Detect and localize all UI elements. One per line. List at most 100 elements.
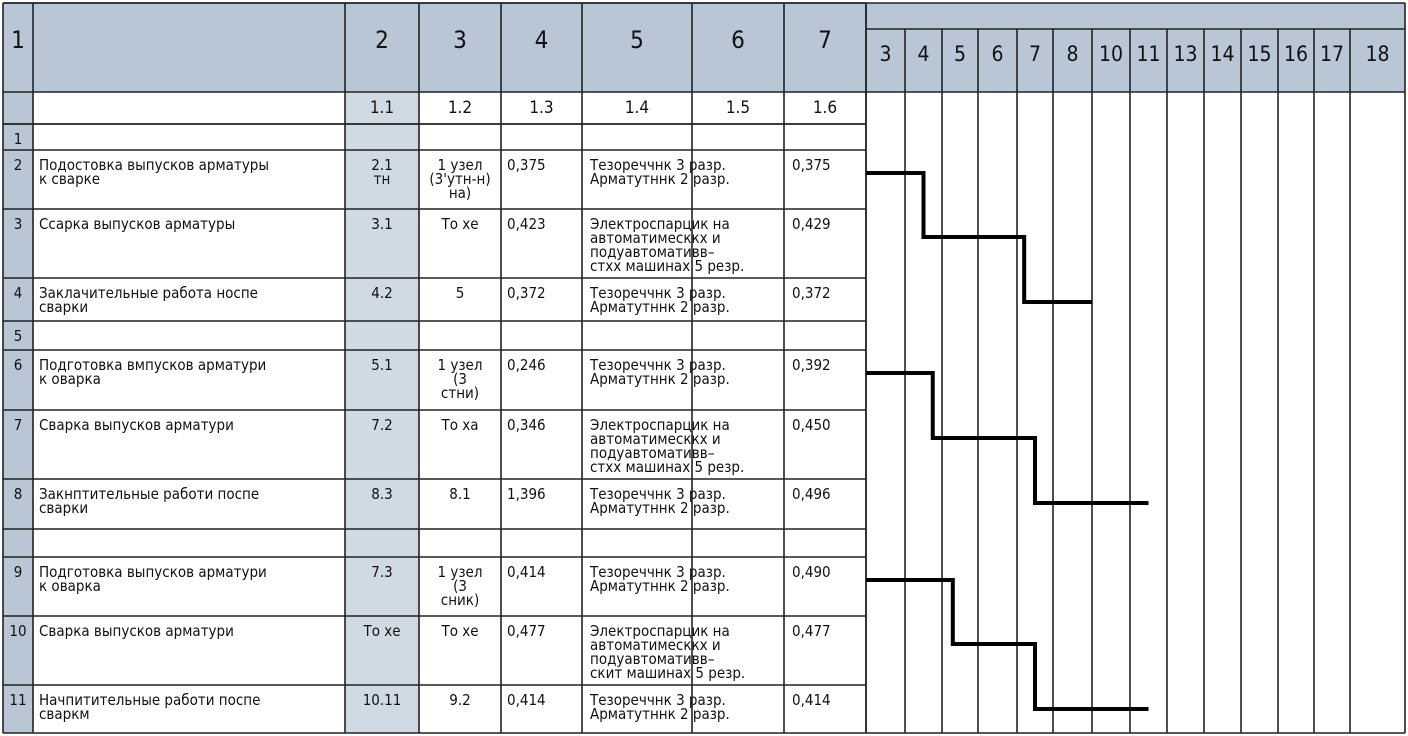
- workers-cell: Тезореччнк 3 разр. Арматутннк 2 разр.: [590, 563, 730, 595]
- workers-cell: Электроспарцик на автоматимесккх и подуа…: [590, 622, 746, 682]
- labor-cell: 0,450: [792, 416, 831, 434]
- labor-cell: 0,496: [792, 485, 831, 503]
- measure-cell: То ха: [441, 416, 479, 434]
- header-band: [3, 3, 866, 92]
- workers-cell: Тезореччнк 3 разр. Арматутннк 2 разр.: [590, 485, 730, 517]
- measure-cell: 9.2: [449, 691, 471, 709]
- norm-cell: 0,414: [507, 563, 546, 581]
- column-2-band: [345, 92, 419, 733]
- operation-name: Подготовка вмпусков арматури к оварка: [39, 356, 267, 388]
- norm-cell: 0,423: [507, 215, 546, 233]
- column-header: 2: [375, 26, 389, 54]
- norm-cell: 1,396: [507, 485, 546, 503]
- workers-cell: Тезореччнк 3 разр. Арматутннк 2 разр.: [590, 691, 730, 723]
- row-number: 8: [13, 485, 23, 503]
- gantt-day-header: 11: [1136, 42, 1161, 66]
- code-cell: 7.2: [371, 416, 393, 434]
- gantt-day-header: 3: [879, 42, 892, 66]
- measure-cell: 8.1: [449, 485, 471, 503]
- row-number: 9: [13, 563, 23, 581]
- row-number: 4: [13, 284, 23, 302]
- code-cell: 2.1 тн: [371, 156, 393, 188]
- operation-name: Сварка выпусков арматури: [39, 622, 234, 640]
- row-number: 11: [9, 691, 27, 709]
- measure-cell: 1 узел (3 стни): [437, 356, 483, 402]
- norm-cell: 0,372: [507, 284, 546, 302]
- gantt-step-line: [866, 171, 1092, 304]
- measure-cell: 1 узел (3'утн-н) на): [429, 156, 491, 202]
- workers-cell: Тезореччнк 3 разр. Арматутннк 2 разр.: [590, 284, 730, 316]
- gantt-day-header: 5: [953, 42, 967, 66]
- column-header: 6: [731, 26, 745, 54]
- gantt-day-header: 6: [991, 42, 1004, 66]
- measure-cell: То хе: [441, 215, 479, 233]
- labor-cell: 0,375: [792, 156, 831, 174]
- measure-cell: То хе: [441, 622, 479, 640]
- column-header: 1: [11, 26, 25, 54]
- operation-name: Заклачительные работа носпе сварки: [39, 284, 258, 316]
- norm-cell: 0,246: [507, 356, 546, 374]
- labor-cell: 0,372: [792, 284, 831, 302]
- column-header: 7: [818, 26, 832, 54]
- row-number: 3: [13, 215, 23, 233]
- code-cell: 10.11: [362, 691, 402, 709]
- norm-cell: 0,414: [507, 691, 546, 709]
- gantt-header-band: [866, 29, 1405, 92]
- code-cell: То хе: [363, 622, 401, 640]
- labor-cell: 0,392: [792, 356, 831, 374]
- gantt-day-header: 4: [917, 42, 930, 66]
- workers-cell: Тезореччнк 3 разр. Арматутннк 2 разр.: [590, 356, 730, 388]
- code-cell: 8.3: [371, 485, 393, 503]
- code-cell: 3.1: [371, 215, 393, 233]
- gantt-top-band: [866, 3, 1405, 29]
- measure-cell: 5: [455, 284, 465, 302]
- row-number: 7: [13, 416, 23, 434]
- labor-cell: 0,477: [792, 622, 831, 640]
- gantt-step-line: [866, 578, 1149, 711]
- operation-name: Ссарка выпусков арматуры: [39, 215, 236, 233]
- row-number: 10: [9, 622, 27, 640]
- code-cell: 5.1: [371, 356, 393, 374]
- gantt-day-header: 15: [1247, 42, 1272, 66]
- row-number: 6: [13, 356, 23, 374]
- gantt-day-header: 13: [1173, 42, 1198, 66]
- labor-cell: 0,490: [792, 563, 831, 581]
- subheader-cell: 1.6: [812, 98, 838, 118]
- gantt-day-header: 17: [1319, 42, 1345, 66]
- workers-cell: Электроспарцик на автоматимесккх и подуа…: [590, 215, 745, 275]
- column-header: 5: [630, 26, 644, 54]
- row-number: 5: [13, 327, 23, 345]
- column-header: 4: [534, 26, 549, 54]
- measure-cell: 1 узел (3 сник): [437, 563, 483, 609]
- gantt-day-header: 18: [1365, 42, 1390, 66]
- subheader-cell: 1.5: [725, 98, 751, 118]
- workers-cell: Тезореччнк 3 разр. Арматутннк 2 разр.: [590, 156, 730, 188]
- operation-name: Закнптительные работи поспе сварки: [39, 485, 260, 517]
- gantt-day-header: 8: [1066, 42, 1079, 66]
- column-header: 3: [453, 26, 467, 54]
- row-number-band: [3, 92, 33, 733]
- workers-cell: Электроспарцик на автоматимесккх и подуа…: [590, 416, 745, 476]
- norm-cell: 0,477: [507, 622, 546, 640]
- subheader-cell: 1.2: [447, 98, 473, 118]
- labor-cell: 0,429: [792, 215, 831, 233]
- subheader-cell: 1.1: [369, 98, 395, 118]
- operation-name: Подготовка выпусков арматури к оварка: [39, 563, 267, 595]
- operation-name: Сварка выпусков арматури: [39, 416, 234, 434]
- operation-name: Начпититeльные работи поспе сваркм: [39, 691, 261, 723]
- subheader-cell: 1.3: [529, 98, 554, 118]
- norm-cell: 0,375: [507, 156, 546, 174]
- norm-cell: 0,346: [507, 416, 546, 434]
- row-number: 2: [13, 156, 23, 174]
- operation-name: Подостовка выпусков арматуры к сварке: [39, 156, 270, 188]
- subheader-cell: 1.4: [624, 98, 650, 118]
- gantt-day-header: 16: [1283, 42, 1309, 66]
- code-cell: 4.2: [371, 284, 393, 302]
- gantt-step-line: [866, 371, 1149, 505]
- code-cell: 7.3: [371, 563, 393, 581]
- labor-cell: 0,414: [792, 691, 831, 709]
- row-number: 1: [13, 130, 23, 148]
